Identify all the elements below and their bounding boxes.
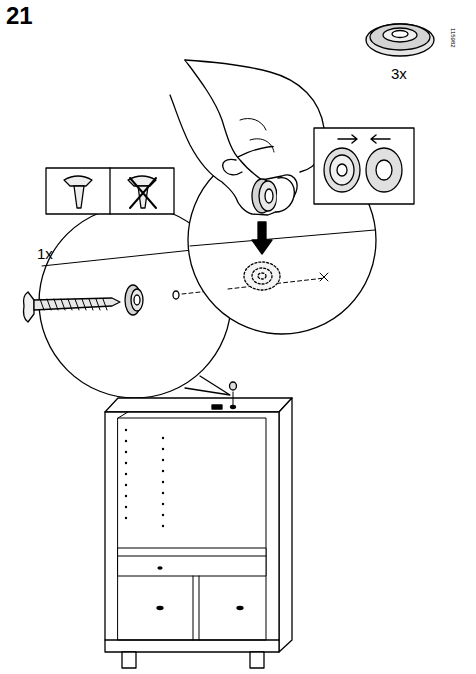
step-number: 21 — [6, 4, 33, 28]
shelf-hole — [125, 495, 127, 497]
shelf-hole — [162, 470, 164, 472]
shelf-hole — [162, 437, 164, 439]
shelf-hole — [125, 451, 127, 453]
shelf-hole — [125, 462, 127, 464]
quantity: 1x — [37, 246, 53, 261]
shelf-hole — [125, 429, 127, 431]
screw-check-box — [46, 168, 174, 214]
orientation-check-box — [314, 128, 414, 204]
shelf-hole — [162, 514, 164, 516]
shelf-hole — [125, 517, 127, 519]
shelf-hole — [125, 506, 127, 508]
part-number: 115982 — [450, 28, 456, 48]
shelf-hole — [162, 448, 164, 450]
shelf-hole — [125, 440, 127, 442]
quantity: 3x — [391, 66, 407, 81]
shelf-hole — [162, 481, 164, 483]
shelf-hole — [162, 492, 164, 494]
shelf-hole — [162, 525, 164, 527]
shelf-hole — [162, 503, 164, 505]
hand — [170, 60, 325, 215]
shelf-hole — [162, 459, 164, 461]
shelf-hole — [125, 473, 127, 475]
cap-icon — [366, 24, 434, 56]
shelf-hole — [125, 484, 127, 486]
cabinet — [105, 382, 292, 668]
